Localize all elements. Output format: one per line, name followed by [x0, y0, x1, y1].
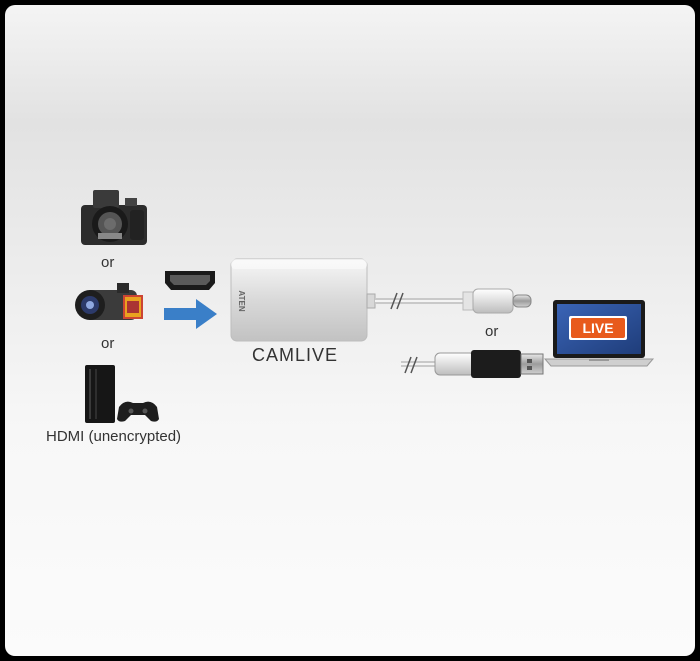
or-label-3: or: [485, 323, 499, 340]
dslr-camera-icon: [81, 190, 147, 245]
or-label-2: or: [101, 335, 115, 352]
laptop-icon: LIVE: [543, 300, 655, 367]
hdmi-port-icon: [165, 271, 215, 290]
live-badge-text: LIVE: [582, 320, 613, 336]
usb-a-plug-icon: [401, 350, 544, 378]
arrow-right-icon: [164, 299, 217, 329]
usb-c-plug-icon: [462, 288, 532, 314]
device-name-label: CAMLIVE: [252, 345, 339, 365]
diagram-canvas: ATEN: [5, 5, 695, 656]
game-console-icon: [85, 365, 159, 423]
usb-cable: [375, 292, 463, 310]
brand-label: ATEN: [237, 290, 246, 311]
or-label-1: or: [101, 254, 115, 271]
diagram-graphics: ATEN: [75, 190, 655, 423]
camlive-device: ATEN: [230, 258, 376, 342]
camcorder-icon: [75, 283, 143, 320]
hdmi-source-label: HDMI (unencrypted): [46, 428, 182, 445]
